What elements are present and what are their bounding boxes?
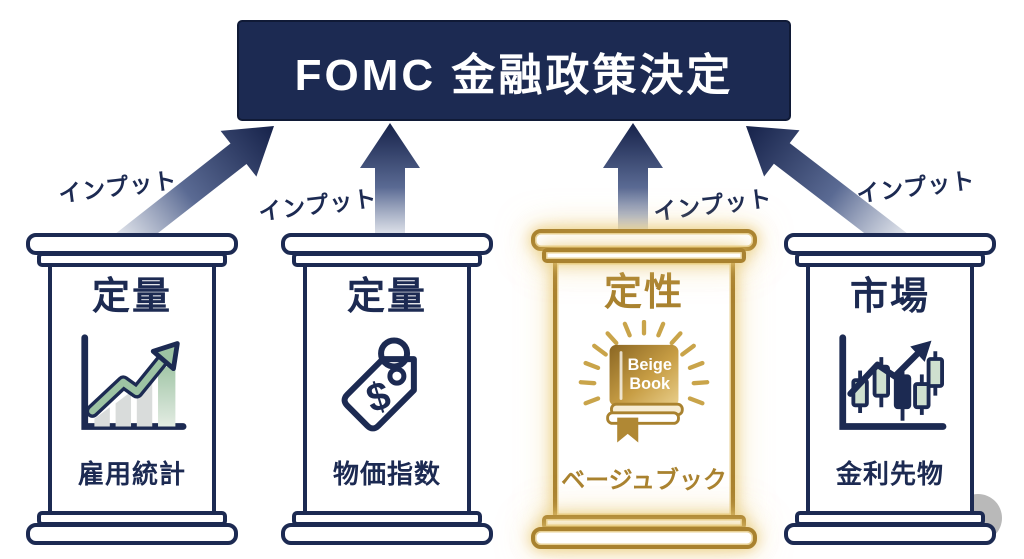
book-title-line2: Book (629, 375, 671, 393)
beige-book-icon: Beige Book (566, 320, 722, 454)
pillar-rate-futures: 市場 (784, 233, 996, 545)
pillar-capital-lower (542, 248, 746, 263)
header-title: FOMC 金融政策決定 (294, 50, 734, 100)
arrow-up-icon (360, 123, 420, 240)
book-title-line1: Beige (628, 356, 672, 374)
pillar-category: 定量 (91, 276, 172, 318)
pillar-label: 物価指数 (332, 458, 441, 489)
pillar-shaft: 定量 $ 物価指数 (303, 263, 471, 515)
pillar-category: 定性 (603, 272, 684, 314)
pillar-shaft: 定量 雇用統計 (48, 263, 216, 515)
fomc-decision-header: FOMC 金融政策決定 (237, 20, 791, 121)
pillar-employment-statistics: 定量 雇用統計 (26, 233, 238, 545)
pillar-base-bottom (281, 523, 493, 545)
rays-icon (578, 320, 710, 406)
arrow-up-icon (110, 126, 274, 258)
pillar-label: 金利先物 (835, 458, 944, 489)
pillar-base-bottom (26, 523, 238, 545)
pillar-capital-lower (795, 252, 985, 267)
pillar-category: 定量 (346, 276, 427, 318)
pillar-category: 市場 (849, 276, 930, 318)
pillar-shaft: 定性 (553, 259, 735, 519)
pillar-shaft: 市場 (806, 263, 974, 515)
arrow-up-icon (603, 123, 663, 240)
arrow-up-icon (746, 126, 913, 259)
pillar-base-bottom (531, 527, 757, 549)
pillar-capital-lower (292, 252, 482, 267)
pillar-beige-book: 定性 (531, 229, 757, 549)
price-tag-icon: $ (326, 326, 448, 446)
bookmark-ribbon-icon (617, 418, 639, 443)
candlestick-chart-icon (827, 332, 953, 440)
pillar-label: 雇用統計 (77, 458, 186, 489)
pillar-capital-lower (37, 252, 227, 267)
pillar-price-index: 定量 $ 物価指数 (281, 233, 493, 545)
line-chart-up-icon (69, 332, 195, 440)
pillar-base-bottom (784, 523, 996, 545)
pillar-label: ベージュブック (561, 466, 727, 494)
